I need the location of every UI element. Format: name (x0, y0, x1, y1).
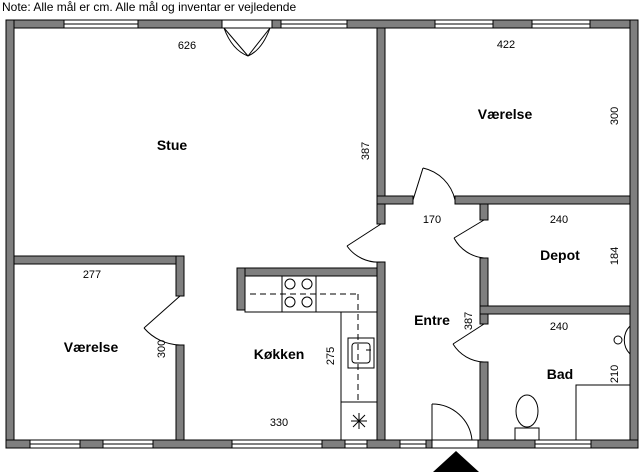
dim-bad-height: 210 (609, 365, 621, 383)
room-label-koekken: Køkken (254, 346, 305, 362)
outer-wall-left (5, 19, 15, 449)
wall-bad-left-bottom (479, 361, 489, 441)
entrance-arrow-icon (433, 451, 479, 472)
door-bad (452, 323, 485, 363)
wall-depot-left-top (479, 203, 489, 221)
wall-entre-left-top (376, 203, 386, 225)
wall-koekken-left (236, 267, 246, 311)
wall-depot-bottom (479, 305, 631, 315)
dim-vaerelse-top-height: 300 (609, 107, 621, 125)
window-stue-top-right (280, 19, 348, 29)
dim-koekken-width: 330 (270, 417, 288, 429)
dim-vaerelse-left-width: 277 (83, 269, 101, 281)
washbasin-icon (613, 325, 631, 355)
sink-icon (347, 337, 375, 369)
window-vaerelse-top-b (531, 19, 591, 29)
window-bottom-2 (102, 439, 154, 449)
wall-vaerelse-bottom-a (376, 195, 414, 205)
bathroom (514, 325, 631, 441)
note-text: Note: Alle mål er cm. Alle mål og invent… (2, 0, 296, 14)
outer-wall-right (629, 19, 639, 449)
door-depot (453, 219, 485, 259)
dim-depot-height: 184 (609, 247, 621, 265)
room-label-entre: Entre (414, 312, 450, 328)
window-bottom-4 (344, 439, 368, 449)
wall-bad-left-top (479, 313, 489, 325)
stove-icon (281, 275, 317, 313)
wall-stue-bottom (13, 255, 185, 265)
shower-area (575, 384, 631, 441)
window-vaerelse-top-a (434, 19, 494, 29)
dim-depot-width: 240 (550, 214, 568, 226)
wall-entre-left (376, 261, 386, 441)
window-stue-top (63, 19, 139, 29)
wall-depot-left-bottom (479, 257, 489, 309)
kitchen (244, 275, 378, 441)
room-label-depot: Depot (540, 247, 580, 263)
wall-vaerelse-bottom-b (454, 195, 631, 205)
dim-entre-height: 387 (463, 312, 475, 330)
windows (29, 19, 592, 449)
dim-stue-height: 387 (360, 142, 372, 160)
wall-vaerelse-left-right-top (175, 255, 185, 297)
room-label-bad: Bad (547, 366, 573, 382)
fridge-icon (340, 401, 378, 441)
terrace-door (221, 19, 273, 57)
window-bottom-1 (29, 439, 81, 449)
dim-vaerelse-top-width: 422 (497, 39, 515, 51)
doors (143, 167, 485, 449)
dim-bad-width: 240 (550, 321, 568, 333)
door-stue (346, 223, 382, 263)
walls (5, 19, 639, 449)
room-label-vaerelse-top: Værelse (478, 106, 533, 122)
dim-stue-width: 626 (178, 40, 196, 52)
wall-koekken-top (236, 267, 378, 277)
window-bottom-5 (399, 439, 427, 449)
dim-koekken-height: 275 (325, 347, 337, 365)
room-label-vaerelse-left: Værelse (64, 339, 119, 355)
dim-vaerelse-left-height: 300 (156, 340, 168, 358)
room-label-stue: Stue (157, 137, 188, 153)
dim-entre-width: 170 (423, 214, 441, 226)
window-bottom-3 (231, 439, 323, 449)
door-entrance (431, 403, 479, 449)
door-vaerelse-left (143, 295, 181, 346)
toilet-icon (514, 394, 540, 441)
window-bottom-6 (534, 439, 592, 449)
door-vaerelse-top (412, 167, 456, 201)
wall-stue-vaerelse (376, 27, 386, 197)
wall-vaerelse-left-right-bottom (175, 344, 185, 441)
